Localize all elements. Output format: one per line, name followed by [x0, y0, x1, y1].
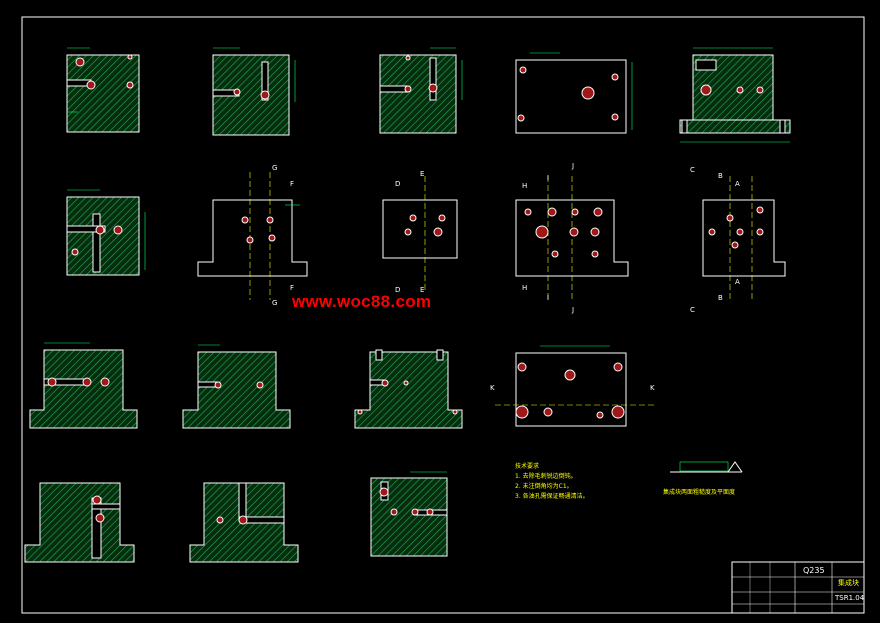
section-mark-i: I: [547, 174, 549, 182]
view-top-r3c4: [495, 345, 655, 427]
section-mark-k: K: [650, 384, 655, 392]
section-mark-e: E: [420, 286, 424, 294]
flatness-label: 集成块两面粗糙度及平面度: [663, 489, 736, 496]
sheet-border: [21, 16, 865, 614]
section-mark-k: K: [490, 384, 495, 392]
section-mark-b: B: [718, 294, 723, 302]
section-mark-c: C: [690, 166, 695, 174]
view-section-r2c1: [66, 189, 146, 276]
section-mark-i: I: [547, 294, 549, 302]
view-section-r3c2: [182, 344, 291, 429]
technical-notes: 技术要求 1. 去除毛刺锐边倒钝。 2. 未注倒角均为C1。 3. 各油孔需保证…: [515, 462, 589, 502]
material-label: Q235: [803, 566, 825, 575]
section-mark-h: H: [522, 284, 527, 292]
view-front-r2c2: [197, 172, 308, 300]
view-section-r1c1: [66, 47, 140, 133]
section-mark-f: F: [290, 284, 294, 292]
view-section-r1c5: [679, 47, 791, 143]
section-mark-h: H: [522, 182, 527, 190]
notes-title: 技术要求: [515, 463, 540, 470]
section-mark-c: C: [690, 306, 695, 314]
view-section-r4c1: [24, 482, 135, 563]
section-mark-b: B: [718, 172, 723, 180]
roughness-symbol: [670, 461, 743, 473]
section-mark-g: G: [272, 164, 277, 172]
drawing-number: TSR1.04: [835, 594, 865, 602]
section-mark-j: J: [571, 306, 574, 314]
watermark-text[interactable]: www.woc88.com: [292, 292, 432, 311]
part-name: 集成块: [838, 579, 859, 587]
view-section-r3c3: [354, 349, 463, 429]
section-mark-d: D: [395, 180, 400, 188]
section-mark-a: A: [735, 278, 740, 286]
section-mark-g: G: [272, 299, 277, 307]
view-section-r3c1: [29, 342, 138, 429]
view-front-r2c3: [382, 176, 458, 290]
section-mark-a: A: [735, 180, 740, 188]
view-front-r2c5: [702, 176, 786, 300]
view-front-r2c4: [515, 176, 629, 300]
section-mark-j: J: [571, 162, 574, 170]
view-section-r4c3: [370, 471, 448, 557]
section-mark-d: D: [395, 286, 400, 294]
notes-item-2: 2. 未注倒角均为C1。: [515, 483, 573, 490]
view-section-r4c2: [189, 482, 299, 563]
view-section-r1c3: [379, 47, 463, 134]
notes-item-3: 3. 各油孔需保证畅通清洁。: [515, 493, 589, 500]
section-mark-f: F: [290, 180, 294, 188]
view-top-r1c4: [515, 52, 633, 134]
notes-item-1: 1. 去除毛刺锐边倒钝。: [515, 473, 577, 480]
view-section-r1c2: [212, 47, 296, 136]
title-block: [731, 561, 865, 614]
section-mark-e: E: [420, 170, 424, 178]
